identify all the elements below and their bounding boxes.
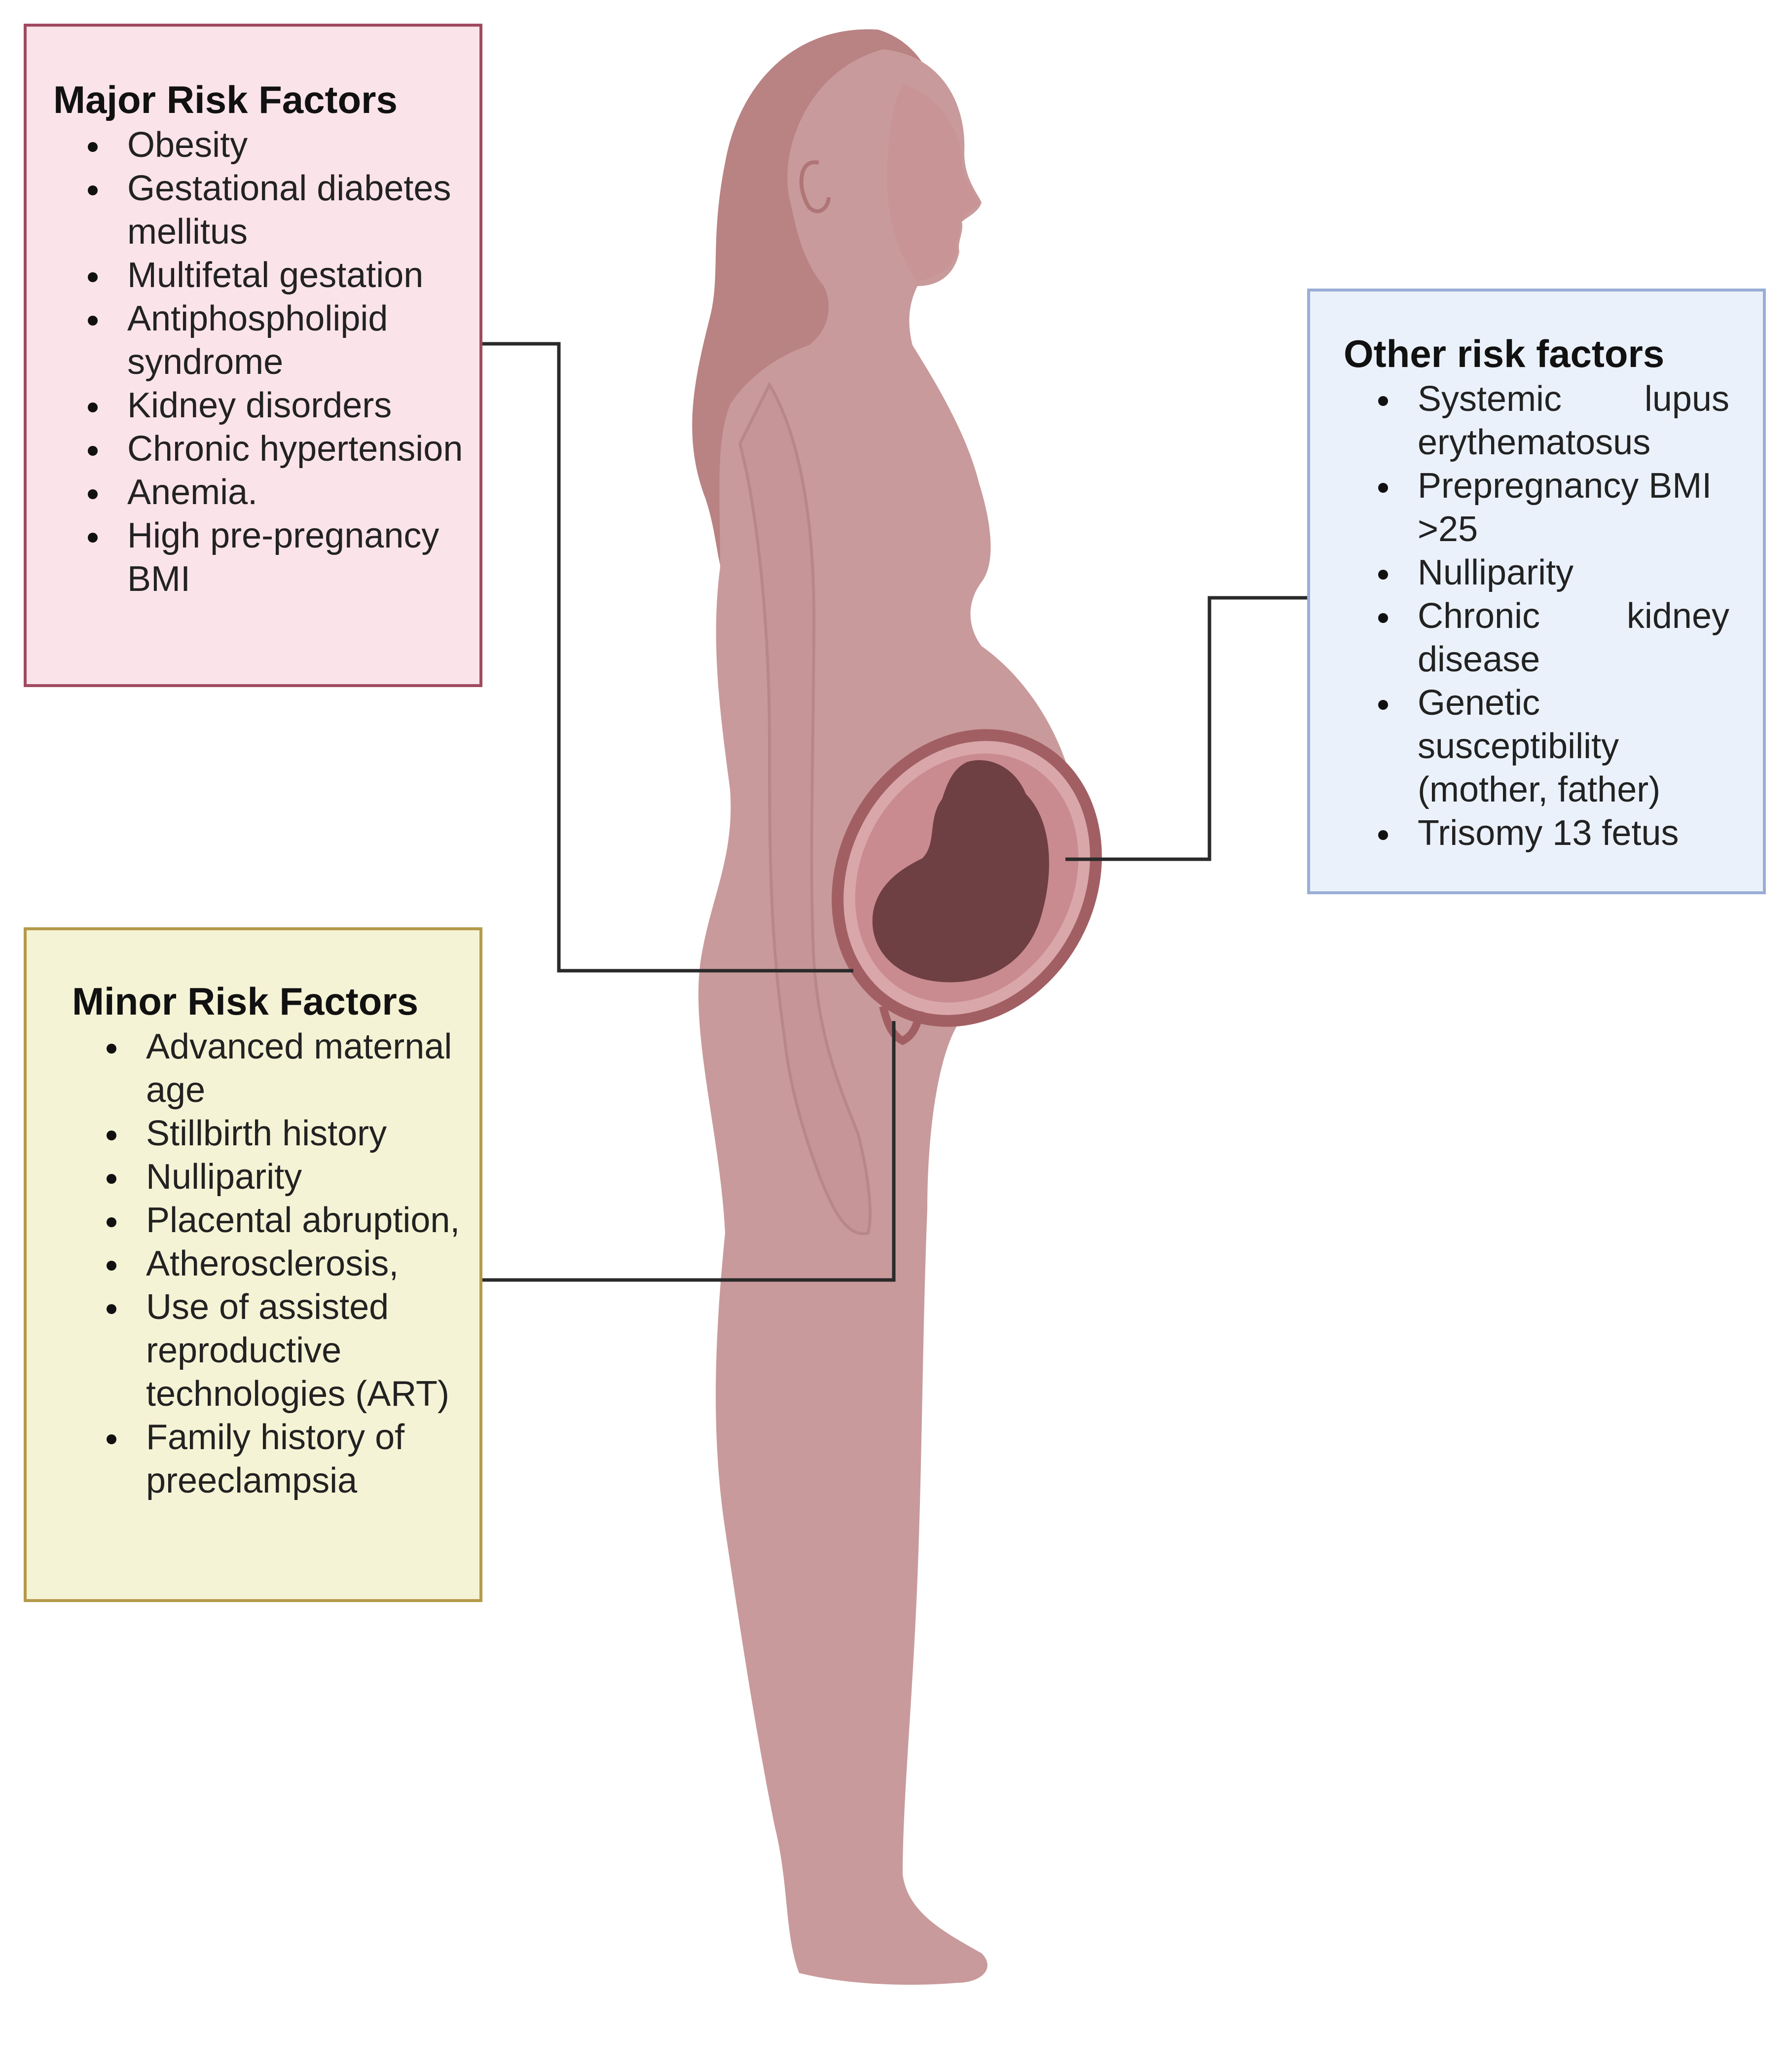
list-item: Atherosclerosis, <box>107 1242 465 1285</box>
major-risk-factors-box: Major Risk Factors Obesity Gestational d… <box>24 24 482 687</box>
list-item: Obesity <box>88 123 465 167</box>
list-item: Use of assisted reproductive technologie… <box>107 1285 465 1416</box>
list-item: Placental abruption, <box>107 1199 465 1242</box>
other-risk-factors-title: Other risk factors <box>1344 332 1665 375</box>
minor-risk-factors-box: Minor Risk Factors Advanced maternal age… <box>24 927 482 1602</box>
list-item: Systemic lupus erythematosus <box>1378 377 1729 464</box>
list-item: Nulliparity <box>1378 551 1729 594</box>
other-risk-factors-list: Systemic lupus erythematosus Prepregnanc… <box>1344 377 1729 855</box>
fetus <box>872 760 1049 983</box>
minor-risk-factors-title: Minor Risk Factors <box>72 980 419 1023</box>
list-item: Advanced maternal age <box>107 1025 465 1112</box>
list-item: Chronic hypertension <box>88 427 465 471</box>
connector-minor <box>482 1021 896 1282</box>
connector-major <box>482 342 853 973</box>
list-item: Kidney disorders <box>88 384 465 427</box>
connector-other <box>1065 596 1307 861</box>
list-item: Multifetal gestation <box>88 254 465 297</box>
list-item: Nulliparity <box>107 1155 465 1199</box>
list-item: High pre-pregnancy BMI <box>88 514 465 601</box>
list-item: Trisomy 13 fetus <box>1378 811 1729 855</box>
list-item: Prepregnancy BMI >25 <box>1378 464 1729 551</box>
face <box>887 84 979 281</box>
list-item: Chronic kidney disease <box>1378 594 1729 681</box>
list-item: Gestational diabetes mellitus <box>88 167 465 254</box>
list-item: Stillbirth history <box>107 1112 465 1155</box>
cervix <box>879 1005 924 1045</box>
ear <box>799 160 831 214</box>
other-risk-factors-box: Other risk factors Systemic lupus erythe… <box>1307 289 1766 894</box>
list-item: Family history of preeclampsia <box>107 1416 465 1502</box>
major-risk-factors-list: Obesity Gestational diabetes mellitus Mu… <box>53 123 465 601</box>
list-item: Anemia. <box>88 471 465 514</box>
arm <box>738 381 872 1236</box>
minor-risk-factors-list: Advanced maternal age Stillbirth history… <box>72 1025 465 1502</box>
list-item: Genetic susceptibility (mother, father) <box>1378 681 1729 811</box>
major-risk-factors-title: Major Risk Factors <box>53 78 398 121</box>
list-item: Antiphospholipid syndrome <box>88 297 465 384</box>
